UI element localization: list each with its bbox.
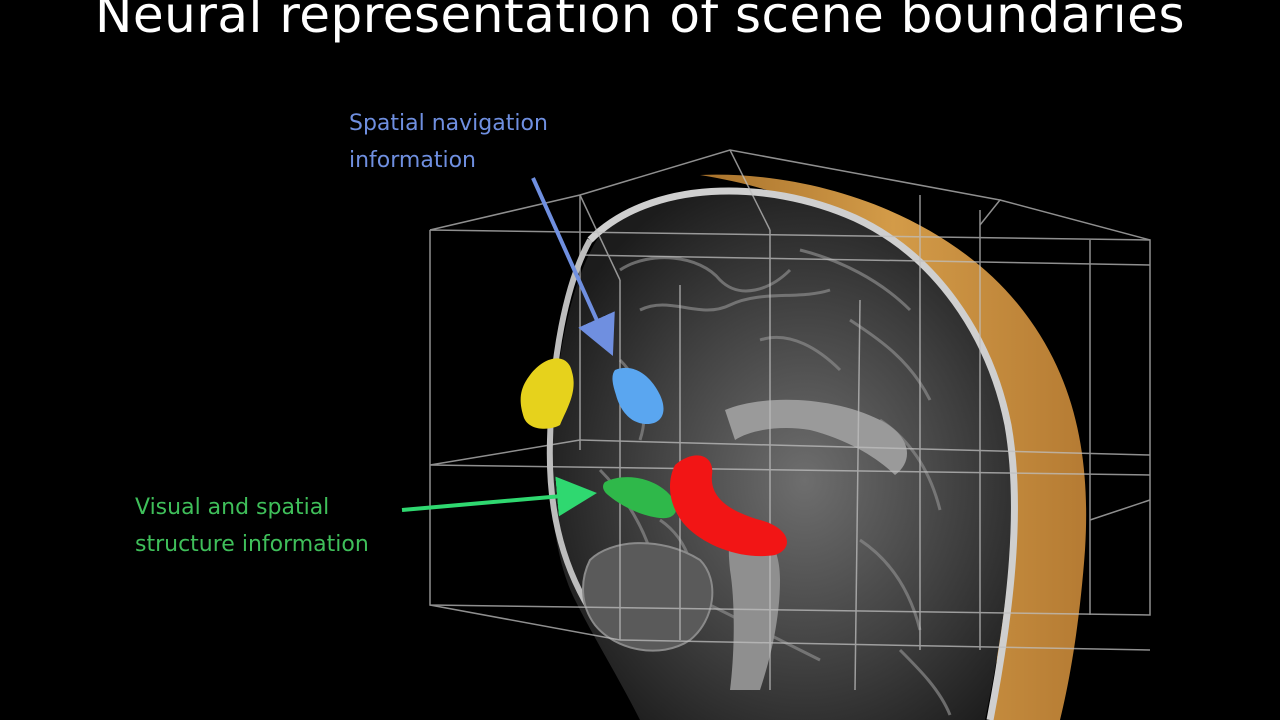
spatial-navigation-label-line-2: information	[349, 148, 476, 173]
green-region	[603, 477, 677, 519]
skull-rim	[587, 187, 1018, 720]
visual-structure-arrow	[401, 476, 597, 517]
scalp-surface	[700, 174, 1087, 720]
spatial-navigation-label: Spatial navigation information	[349, 105, 548, 179]
slide-title: Neural representation of scene boundarie…	[94, 0, 1185, 44]
blue-region	[612, 367, 664, 425]
brainstem	[728, 527, 780, 690]
visual-spatial-structure-label-line-2: structure information	[135, 532, 369, 557]
spatial-navigation-label-line-1: Spatial navigation	[349, 111, 548, 136]
yellow-region	[520, 358, 574, 429]
navigation-arrow	[531, 177, 615, 356]
red-region	[670, 455, 787, 557]
visual-spatial-structure-label: Visual and spatial structure information	[135, 489, 369, 563]
skull-rim-front	[546, 238, 593, 612]
visual-spatial-structure-label-line-1: Visual and spatial	[135, 495, 330, 520]
